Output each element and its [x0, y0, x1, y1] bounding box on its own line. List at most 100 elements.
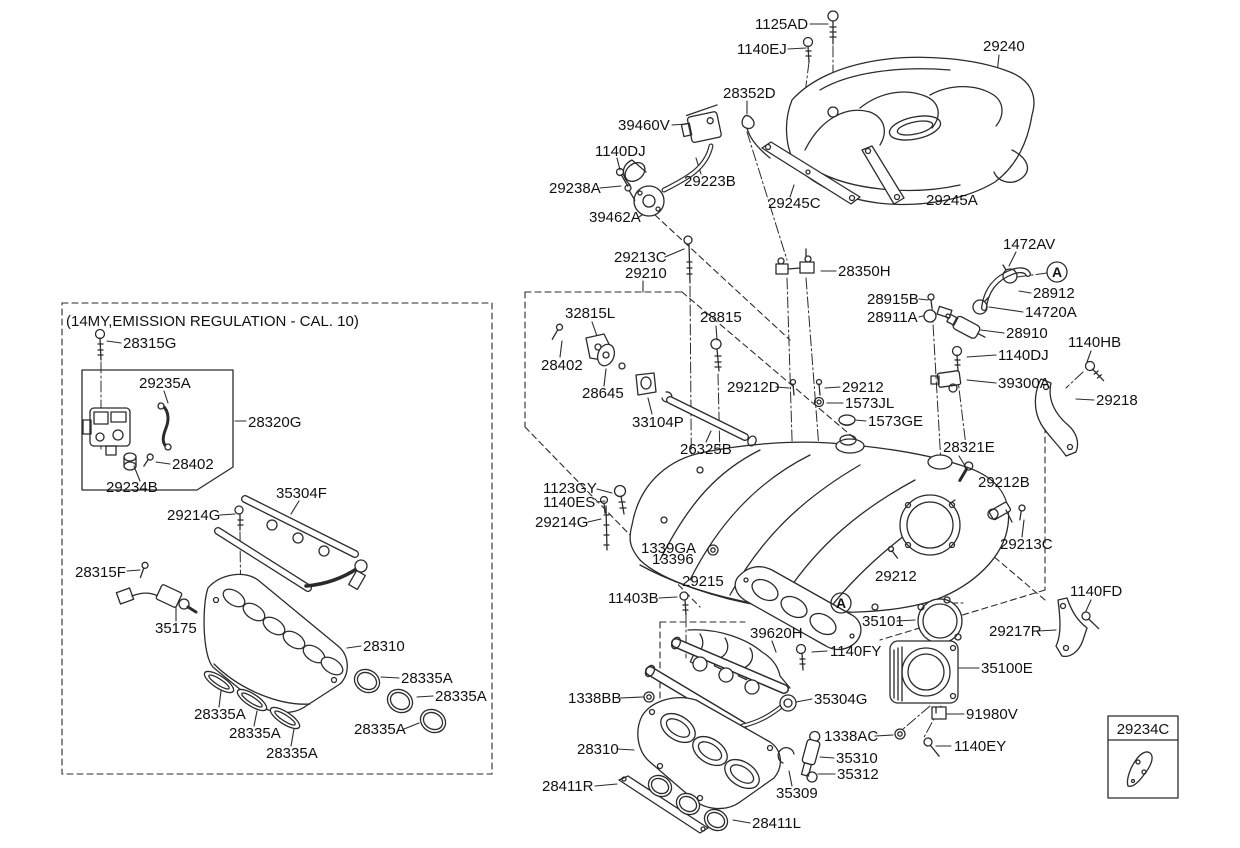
part-label-1140ej: 1140EJ	[737, 41, 787, 58]
part-label-29214g: 29214G	[535, 514, 588, 531]
spacer-29234b	[124, 453, 136, 470]
part-label-33104p: 33104P	[632, 414, 684, 431]
bolt-29212-mid	[817, 380, 822, 396]
bolt-28402-center	[549, 323, 564, 340]
bolt-29238a	[624, 184, 637, 202]
part-label-28310: 28310	[363, 638, 405, 655]
part-label-1140es: 1140ES	[543, 494, 595, 511]
part-label-26325b: 26325B	[680, 441, 732, 458]
clamp-1472av	[1003, 265, 1017, 283]
detail-markers: AA	[831, 262, 1067, 613]
bolt-29214g-box	[235, 506, 243, 530]
bolt-1140fd	[1080, 610, 1101, 632]
part-label-29245c: 29245C	[768, 195, 821, 212]
part-label-1123gy: 1123GY	[543, 480, 597, 497]
egr-pipe-29223b	[664, 146, 711, 190]
part-label-1140hb: 1140HB	[1068, 334, 1121, 351]
part-label-13396: 13396	[652, 551, 694, 568]
part-label-1338bb: 1338BB	[568, 690, 621, 707]
part-label-29213c: 29213C	[614, 249, 667, 266]
bracket-29218	[1035, 379, 1077, 456]
part-label-29213c: 29213C	[1000, 536, 1053, 553]
part-label-28411l: 28411L	[752, 815, 801, 832]
part-label-35304f: 35304F	[276, 485, 327, 502]
bolt-1140es	[601, 497, 608, 514]
part-label-39460v: 39460V	[618, 117, 670, 134]
part-label-28335a: 28335A	[229, 725, 281, 742]
gasket-29215	[735, 567, 861, 650]
inset-box	[62, 303, 492, 774]
nut-13396	[708, 545, 718, 555]
part-label-35304g: 35304G	[814, 691, 867, 708]
bolt-1140ey	[922, 736, 941, 759]
box-29234c	[1108, 716, 1178, 798]
bolt-29213c-top	[684, 236, 692, 283]
egr-valve-39462a	[621, 159, 664, 216]
gasket-28411r	[619, 776, 708, 833]
nut-1338bb	[644, 692, 654, 702]
cover-bracket-29245a	[862, 146, 904, 204]
part-label-39620h: 39620H	[750, 625, 803, 642]
part-label-28335a: 28335A	[194, 706, 246, 723]
part-label-39462a: 39462A	[589, 209, 641, 226]
screw-28915b	[928, 294, 934, 308]
part-label-1140dj: 1140DJ	[998, 347, 1049, 364]
part-label-29210: 29210	[625, 265, 667, 282]
part-label-28335a: 28335A	[435, 688, 487, 705]
washer-28645	[595, 342, 625, 369]
gasket-35101	[918, 597, 962, 643]
part-label-29240: 29240	[983, 38, 1025, 55]
bolt-1140fy	[797, 645, 806, 671]
clip-91980v	[932, 707, 946, 719]
part-label-1140fy: 1140FY	[830, 643, 881, 660]
part-label-29212b: 29212B	[978, 474, 1030, 491]
bolt-29214g-center	[604, 506, 609, 550]
part-label-28411r: 28411R	[542, 778, 594, 795]
part-label-1472av: 1472AV	[1003, 236, 1055, 253]
part-label-28335a: 28335A	[266, 745, 318, 762]
lower-manifold-28310	[638, 698, 781, 809]
solenoid-valve-39460v	[679, 105, 724, 144]
part-label-1140dj: 1140DJ	[595, 143, 646, 160]
part-label-28352d: 28352D	[723, 85, 776, 102]
clip-28352d	[742, 116, 770, 158]
inset-box-title: (14MY,EMISSION REGULATION - CAL. 10)	[66, 313, 359, 330]
leader-lines	[107, 24, 1094, 823]
manifold-28310-box	[204, 574, 347, 712]
part-label-28350h: 28350H	[838, 263, 891, 280]
nut-1338ac	[895, 729, 905, 739]
part-label-1140fd: 1140FD	[1070, 583, 1122, 600]
part-label-28315g: 28315G	[123, 335, 176, 352]
part-label-39300a: 39300A	[998, 375, 1050, 392]
sensor-35175	[116, 584, 196, 612]
bolt-1123gy	[615, 486, 627, 515]
bolt-11403b	[680, 592, 688, 615]
hose-28912	[984, 270, 1028, 308]
injector-35310	[799, 730, 823, 777]
cover-bracket-29245c	[762, 142, 860, 204]
part-label-35175: 35175	[155, 620, 197, 637]
part-label-1339ga: 1339GA	[641, 540, 696, 557]
part-label-29218: 29218	[1096, 392, 1138, 409]
detail-marker-circle	[831, 593, 851, 613]
part-label-11403b: 11403B	[608, 590, 659, 607]
part-label-28912: 28912	[1033, 285, 1075, 302]
part-label-28321e: 28321E	[943, 439, 995, 456]
throttle-body-35100e	[890, 641, 958, 703]
part-label-28402: 28402	[172, 456, 214, 473]
part-label-28315f: 28315F	[75, 564, 126, 581]
bolt-1140dj-right	[953, 347, 962, 372]
gasket-rings-28411l	[645, 771, 732, 834]
part-label-35309: 35309	[776, 785, 818, 802]
purge-valve-28320g	[83, 408, 130, 455]
sensor-28321e	[956, 460, 975, 482]
part-label-29245a: 29245A	[926, 192, 978, 209]
part-label-28815: 28815	[700, 309, 742, 326]
part-label-35310: 35310	[836, 750, 878, 767]
part-label-28645: 28645	[582, 385, 624, 402]
part-label-1338ac: 1338AC	[824, 728, 878, 745]
bolt-29212-low	[888, 546, 899, 560]
detail-marker-circle	[1047, 262, 1067, 282]
